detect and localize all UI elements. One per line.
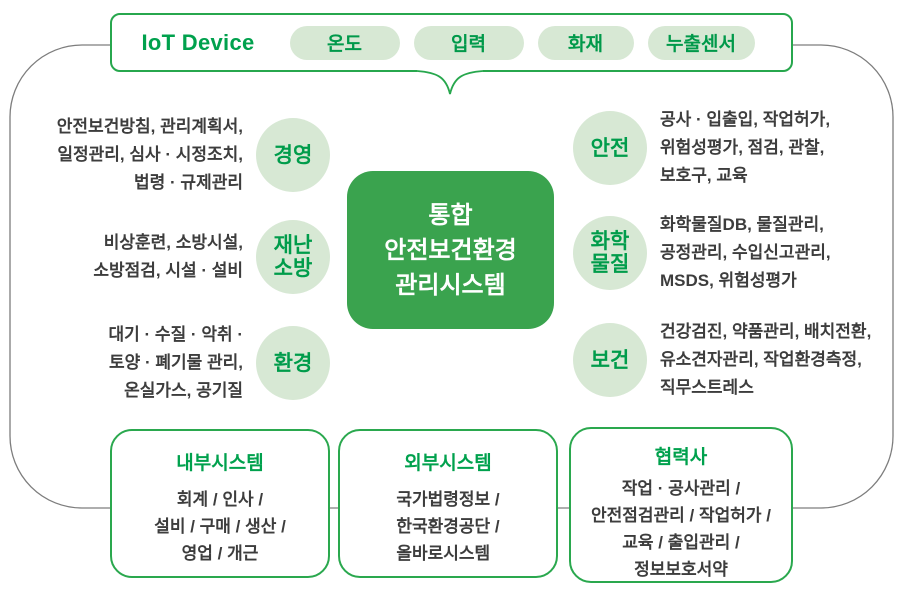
partner-body: 작업 · 공사관리 / 안전점검관리 / 작업허가 / 교육 / 출입관리 / … (571, 475, 791, 583)
external-system-box: 외부시스템 국가법령정보 / 한국환경공단 / 올바로시스템 (338, 429, 558, 578)
body-line: 설비 / 구매 / 생산 / (154, 517, 286, 536)
body-line: 안전점검관리 / 작업허가 / (590, 506, 771, 525)
internal-system-box: 내부시스템 회계 / 인사 / 설비 / 구매 / 생산 / 영업 / 개근 (110, 429, 330, 578)
category-safety-circle: 안전 (573, 111, 647, 185)
central-system-line: 통합 (428, 201, 473, 229)
circle-label: 화학 (590, 230, 630, 253)
iot-pill-temperature: 온도 (289, 25, 400, 60)
body-line: 국가법령정보 / (396, 490, 500, 509)
body-line: 작업 · 공사관리 / (621, 479, 741, 498)
category-environment-circle: 환경 (256, 326, 330, 400)
body-line: 영업 / 개근 (181, 544, 259, 563)
desc-line: 위험성평가, 점검, 관찰, (660, 138, 825, 157)
category-health-desc: 건강검진, 약품관리, 배치전환, 유소견자관리, 작업환경측정, 직무스트레스 (660, 318, 871, 402)
desc-line: MSDS, 위험성평가 (660, 271, 797, 290)
internal-system-title: 내부시스템 (176, 453, 264, 474)
desc-line: 보호구, 교육 (660, 166, 748, 185)
desc-line: 일정관리, 심사 · 시정조치, (57, 145, 243, 164)
body-line: 회계 / 인사 / (176, 490, 264, 509)
central-system-line: 관리시스템 (395, 271, 506, 299)
body-line: 교육 / 출입관리 / (622, 533, 740, 552)
category-disaster-fire: 비상훈련, 소방시설, 소방점검, 시설 · 설비 재난 소방 (93, 220, 330, 294)
central-system-line: 안전보건환경 (384, 236, 517, 264)
iot-device-box: IoT Device 온도 입력 화재 누출센서 (110, 13, 793, 72)
category-management: 안전보건방침, 관리계획서, 일정관리, 심사 · 시정조치, 법령 · 규제관… (57, 113, 330, 197)
category-disaster-fire-circle: 재난 소방 (256, 220, 330, 294)
desc-line: 직무스트레스 (660, 378, 754, 397)
category-environment: 대기 · 수질 · 악취 · 토양 · 폐기물 관리, 온실가스, 공기질 환경 (109, 321, 330, 405)
category-health: 보건 건강검진, 약품관리, 배치전환, 유소견자관리, 작업환경측정, 직무스… (573, 318, 871, 402)
category-safety-desc: 공사 · 입출입, 작업허가, 위험성평가, 점검, 관찰, 보호구, 교육 (660, 106, 830, 190)
circle-label: 환경 (273, 351, 313, 375)
desc-line: 안전보건방침, 관리계획서, (56, 117, 243, 136)
category-disaster-fire-desc: 비상훈련, 소방시설, 소방점검, 시설 · 설비 (93, 229, 243, 285)
central-system-box: 통합 안전보건환경 관리시스템 (347, 171, 554, 329)
category-management-circle: 경영 (256, 118, 330, 192)
desc-line: 공정관리, 수입신고관리, (660, 243, 831, 262)
partner-title: 협력사 (654, 447, 708, 468)
category-health-circle: 보건 (573, 323, 647, 397)
circle-label: 보건 (590, 348, 630, 372)
desc-line: 화학물질DB, 물질관리, (660, 215, 824, 234)
partner-box: 협력사 작업 · 공사관리 / 안전점검관리 / 작업허가 / 교육 / 출입관… (569, 427, 793, 583)
body-line: 올바로시스템 (396, 544, 491, 563)
desc-line: 법령 · 규제관리 (134, 173, 243, 192)
category-chemical-circle: 화학 물질 (573, 216, 647, 290)
category-chemical: 화학 물질 화학물질DB, 물질관리, 공정관리, 수입신고관리, MSDS, … (573, 211, 831, 295)
iot-pill-fire: 화재 (537, 25, 634, 60)
external-system-title: 외부시스템 (404, 453, 492, 474)
desc-line: 공사 · 입출입, 작업허가, (660, 110, 831, 129)
category-management-desc: 안전보건방침, 관리계획서, 일정관리, 심사 · 시정조치, 법령 · 규제관… (57, 113, 243, 197)
body-line: 정보보호서약 (634, 560, 728, 579)
desc-line: 소방점검, 시설 · 설비 (93, 261, 243, 280)
iot-pill-leak-sensor: 누출센서 (647, 25, 755, 60)
desc-line: 온실가스, 공기질 (124, 381, 243, 400)
category-environment-desc: 대기 · 수질 · 악취 · 토양 · 폐기물 관리, 온실가스, 공기질 (109, 321, 243, 405)
iot-pill-input: 입력 (413, 25, 524, 60)
category-chemical-desc: 화학물질DB, 물질관리, 공정관리, 수입신고관리, MSDS, 위험성평가 (660, 211, 831, 295)
desc-line: 건강검진, 약품관리, 배치전환, (660, 322, 872, 341)
iot-box-tail (417, 70, 483, 95)
desc-line: 비상훈련, 소방시설, (103, 233, 243, 252)
circle-label: 재난 (273, 234, 313, 257)
circle-label: 물질 (590, 253, 630, 276)
desc-line: 유소견자관리, 작업환경측정, (660, 350, 862, 369)
desc-line: 대기 · 수질 · 악취 · (108, 325, 243, 344)
circle-label: 안전 (590, 136, 630, 160)
category-safety: 안전 공사 · 입출입, 작업허가, 위험성평가, 점검, 관찰, 보호구, 교… (573, 106, 830, 190)
internal-system-body: 회계 / 인사 / 설비 / 구매 / 생산 / 영업 / 개근 (112, 486, 328, 567)
circle-label: 소방 (273, 257, 313, 280)
body-line: 한국환경공단 / (396, 517, 500, 536)
external-system-body: 국가법령정보 / 한국환경공단 / 올바로시스템 (396, 486, 499, 567)
iot-device-label: IoT Device (141, 29, 255, 55)
circle-label: 경영 (273, 143, 313, 167)
desc-line: 토양 · 폐기물 관리, (108, 353, 243, 372)
